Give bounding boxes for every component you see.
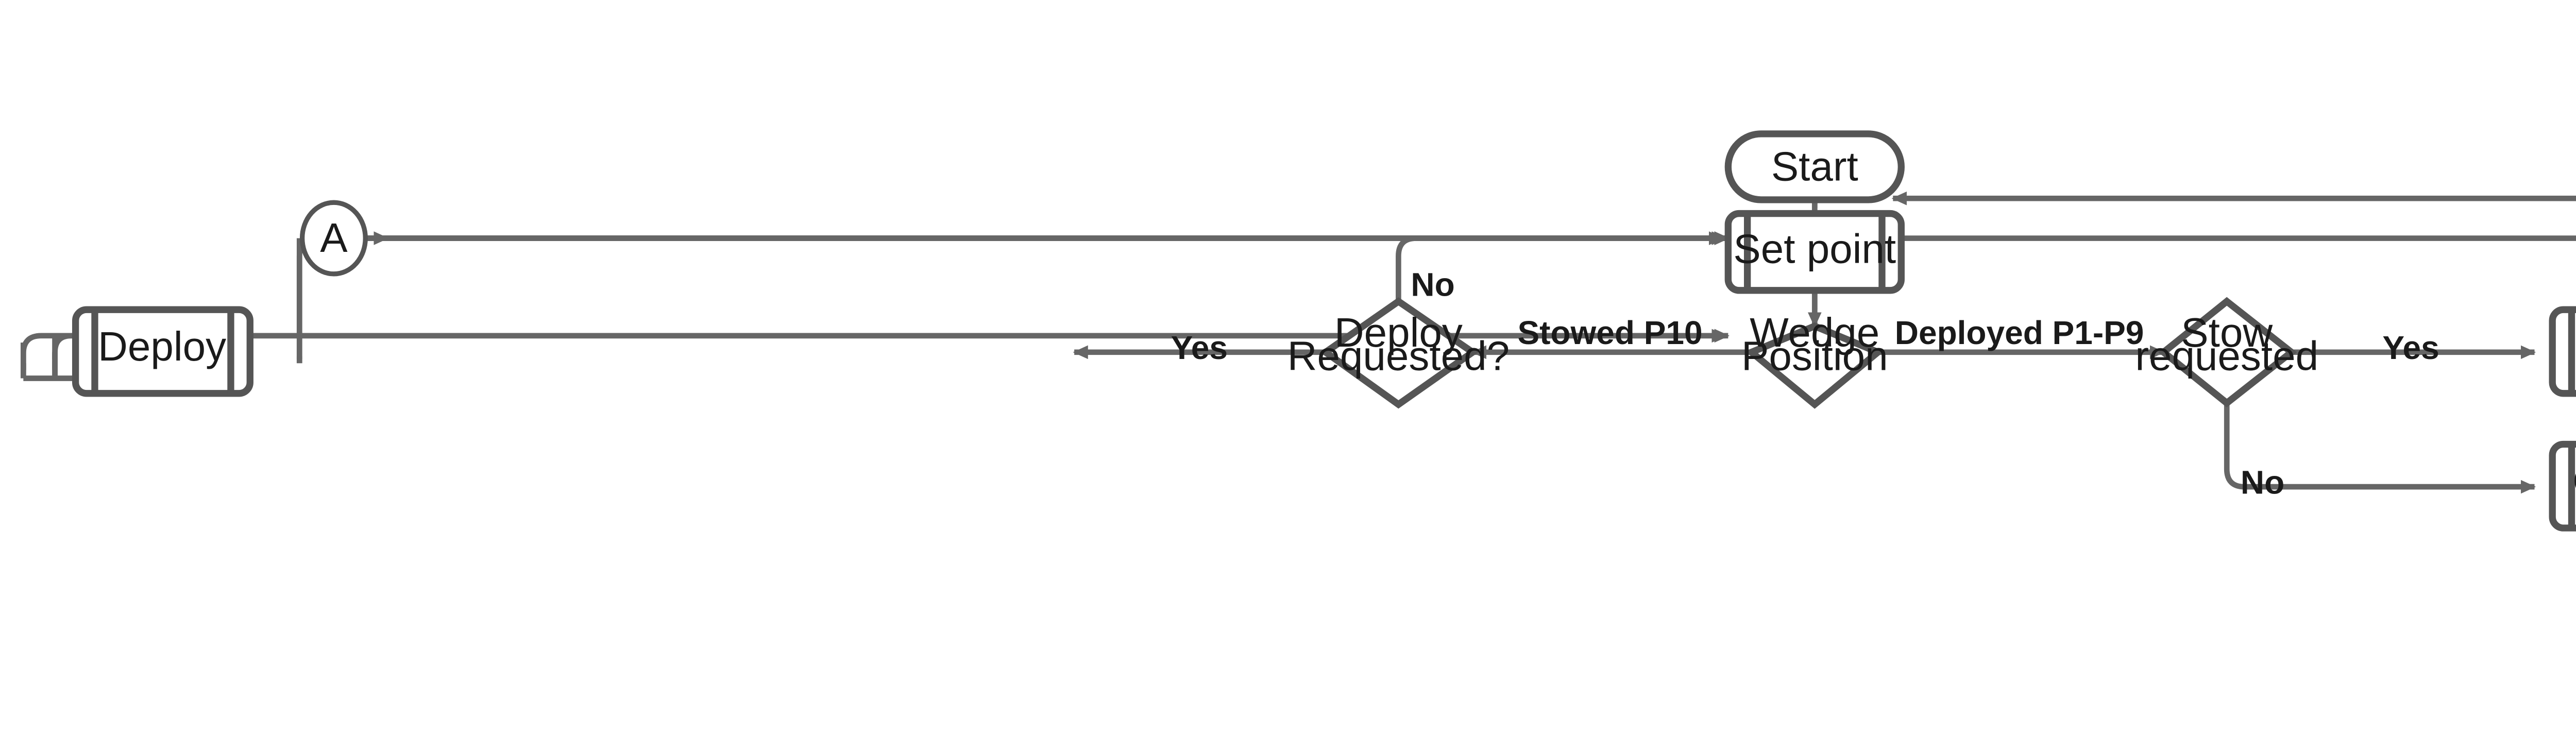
- edge-deployreq-no-up: [1396, 231, 1730, 302]
- node-deploy-requested[interactable]: Deploy Requested?: [1287, 297, 1510, 409]
- node-set-point[interactable]: Set point: [1724, 210, 1905, 294]
- node-connector-a-left-label: A: [320, 215, 348, 261]
- node-control[interactable]: Control: [2549, 440, 2576, 532]
- node-deploy-requested-line2: Requested?: [1287, 333, 1510, 379]
- node-start-label: Start: [1771, 144, 1858, 190]
- left-flowchart-group: Start A Set point Wedge Position Deploy …: [20, 130, 2576, 532]
- node-stow[interactable]: Stow: [2549, 306, 2576, 397]
- edge-label-deployed-p1-p9: Deployed P1-P9: [1895, 314, 2144, 351]
- edge-label-deploy-no: No: [1411, 266, 1454, 303]
- node-wedge-position-line2: Position: [1741, 333, 1888, 379]
- node-deploy-requested-line1: Deploy: [1334, 310, 1463, 355]
- node-stow-requested-line2: requested: [2135, 333, 2318, 379]
- edge-stowreq-no-to-control: [2224, 403, 2536, 494]
- node-deploy-label: Deploy: [98, 323, 226, 369]
- edge-label-deploy-yes: Yes: [1171, 329, 1228, 366]
- node-deploy[interactable]: Deploy: [72, 306, 253, 397]
- node-set-point-label: Set point: [1733, 226, 1896, 272]
- node-stow-requested[interactable]: Stow requested: [2135, 297, 2318, 408]
- node-connector-a-left[interactable]: A: [299, 200, 368, 277]
- edge-label-stowed-p10: Stowed P10: [1517, 314, 1702, 351]
- node-control-label: Control: [2572, 458, 2576, 504]
- node-wedge-position-line1: Wedge: [1750, 310, 1879, 355]
- node-wedge-position[interactable]: Wedge Position: [1741, 310, 1888, 409]
- edge-label-stow-no: No: [2241, 464, 2284, 501]
- node-start[interactable]: Start: [1724, 130, 1905, 203]
- node-stow-requested-line1: Stow: [2181, 310, 2273, 355]
- edge-label-stow-yes: Yes: [2382, 329, 2439, 366]
